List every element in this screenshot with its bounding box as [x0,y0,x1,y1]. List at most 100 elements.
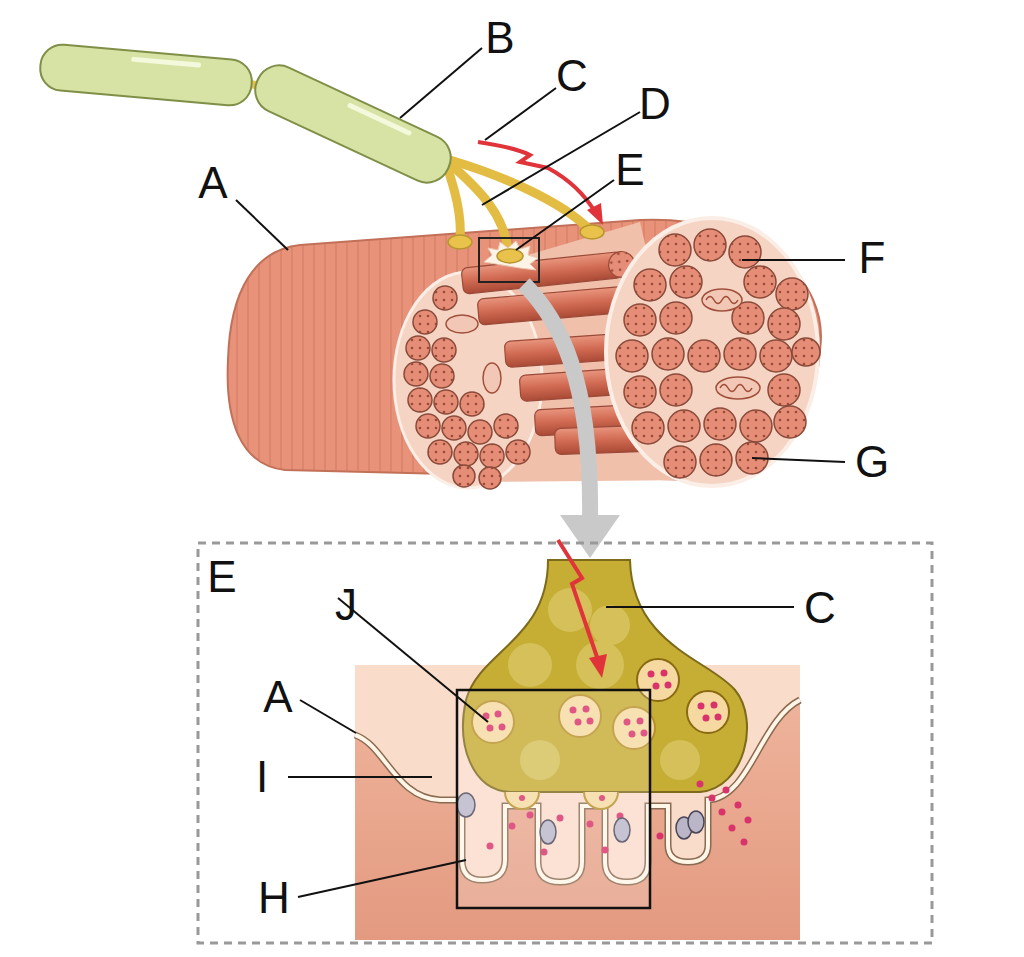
ach-molecule [697,781,704,788]
myofibril [660,374,692,406]
callout-letter: A [198,161,227,205]
callout-letter: C [804,586,836,630]
myofibril [428,440,452,464]
myofibril [442,416,466,440]
callout-letter: G [855,440,889,484]
faded-vesicle [590,605,630,645]
myofibril [659,234,691,266]
mitochondria-right [702,289,760,399]
ach-molecule [661,670,668,677]
myofibril [624,376,656,408]
myofibril [430,364,454,388]
leader-line [742,259,845,261]
myelin-highlight [347,102,413,136]
myofibril [468,420,492,444]
mitochondrion [716,377,760,399]
myofibril [694,229,726,261]
leader-line [400,48,482,118]
myofibril [406,336,430,360]
ach-receptor [688,811,704,833]
leader-line [516,180,614,250]
myofibril [453,465,475,487]
myofibril [632,412,664,444]
ach-molecule [698,703,705,710]
ach-molecule [735,802,742,809]
myofibril-ends-right [616,229,820,478]
myofibril [408,388,432,412]
myofibril [460,392,484,416]
myofibril [624,304,656,336]
leader-lines-top [236,48,845,462]
myofibril [404,362,428,386]
callout-letter: H [258,876,290,920]
callout-letter: B [485,16,514,60]
callout-letter: E [615,148,644,192]
myofibril [454,442,478,466]
mitochondrion [446,315,478,333]
faded-vesicle [508,643,552,687]
arrowhead [587,203,603,225]
action-potential-arrow [478,142,603,225]
ach-molecule [703,715,710,722]
myofibril [434,390,458,414]
synaptic-vesicle [687,691,729,733]
leader-lines-detail [288,598,794,897]
zoom-arrow-shaft [524,284,590,520]
detail-focus-box [457,690,650,908]
leader-line [298,860,466,897]
myofibril [480,444,504,468]
myofibril [729,236,761,268]
ach-molecule [745,817,752,824]
callout-letter: E [207,555,236,599]
terminal-bouton [497,249,523,263]
myofibril [668,410,700,442]
myofibril [700,444,732,476]
leader-line [752,458,845,462]
mitochondria-left [446,315,501,393]
ach-molecule [715,714,722,721]
faded-vesicle [660,740,700,780]
myofibril [760,340,792,372]
myofibril [494,414,518,438]
myelin-sheath [248,58,459,190]
motor-axon [38,43,604,270]
myofibril [670,266,702,298]
mitochondrion-crista [706,297,738,304]
zoom-arrow [524,284,620,558]
callout-letter: F [859,236,886,280]
myofibril [652,338,684,370]
leader-line [485,88,556,140]
myelin-sheath [38,43,253,107]
rod-body [461,252,623,295]
muscle-fiber [228,218,821,489]
callout-letter: I [256,755,268,799]
ach-molecule [653,683,660,690]
mitochondrion [483,363,501,393]
myofibril [433,286,457,310]
myofibril [768,374,800,406]
signal-path [478,142,595,212]
ach-molecule [648,671,655,678]
detail-junction [355,560,800,940]
callout-letter: J [335,583,357,627]
ach-molecule [719,809,726,816]
callout-letter: A [263,675,292,719]
myofibril [704,408,736,440]
myofibril [744,266,776,298]
myofibril [413,310,437,334]
ach-molecule [711,702,718,709]
myofibril [792,338,820,366]
zoom-box [479,238,539,282]
leader-line [288,776,432,778]
myofibril [660,302,692,334]
arrowhead [589,654,607,678]
leader-line [300,700,356,733]
detail-frame [198,543,932,943]
myofibril [774,406,806,438]
mitochondrion [702,289,742,311]
ach-molecule [723,787,730,794]
myofibril [479,467,501,489]
ach-molecule [665,682,672,689]
